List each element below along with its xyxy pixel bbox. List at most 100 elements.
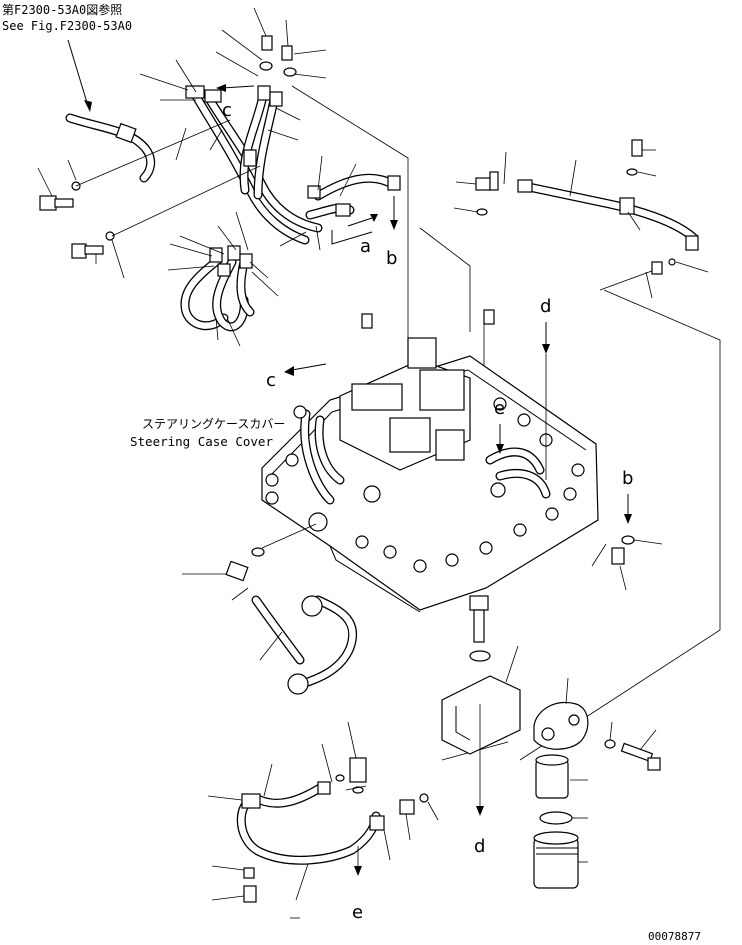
oring-right [476,208,488,216]
fitting-top-3 [257,85,271,101]
filter-assembly [441,595,661,889]
filter-bracket [441,675,521,755]
hose-end-fitting [317,781,331,795]
hose-end-fitting-2 [369,815,385,831]
letter-b-top: b [386,248,397,269]
fitting-low-3 [239,253,253,269]
cover-port-2 [363,485,381,503]
elbow-lower [225,560,249,582]
tube-end-fitting-2 [685,235,699,251]
filter-washer [469,650,491,662]
steering-label-en: Steering Case Cover [130,434,273,449]
leader-lines-upper [37,7,357,347]
cover-bolt-top-1 [361,313,373,329]
filter-port-2 [568,714,580,726]
valve-block-mid [389,417,431,453]
oring-b [621,535,635,545]
letter-c-mid: c [266,370,276,391]
filter-oring [539,811,573,825]
valve-block-right [435,429,465,461]
filter-bolt-shank [473,609,485,643]
letter-d-top: d [540,296,551,317]
filter-bolt-2-head [647,757,661,771]
filter-washer-2 [604,739,616,749]
washer-right [626,168,638,176]
cover-port [308,512,328,532]
oring-bottom-3 [419,793,429,803]
connector-d-bottom: d [474,704,485,857]
connector-b-top: b [386,196,398,269]
drawing-number: 00078877 [648,930,701,943]
steering-case-cover [261,309,599,613]
clip [307,185,321,199]
oring-right-2 [668,258,676,266]
fitting-right [387,175,401,191]
cover-bolt [413,559,427,573]
letter-b-right: b [622,468,633,489]
fitting-low-4 [217,263,231,277]
cover-bolt [383,545,397,559]
cover-bolt [293,405,307,419]
letter-d-bottom: d [474,836,485,857]
filter-head [533,701,589,750]
adapter-bottom [399,799,415,815]
tube-end-fitting [517,179,533,193]
clamp-block-2 [204,89,222,103]
bracket [243,149,257,167]
filter-element [535,759,569,799]
cover-bolt [265,473,279,487]
cover-bolt [513,523,527,537]
cover-bolt [571,463,585,477]
bolt-bottom [243,885,257,903]
cover-bolt [445,553,459,567]
cover-bolt-top-2 [483,309,495,325]
tube-upper-right [475,139,699,275]
elbow-b [611,547,625,565]
hose-harness-upper [65,35,401,332]
tube-clamp-right [619,197,635,215]
lower-left-fittings [182,523,358,695]
cover-bolt [493,397,507,411]
cover-bolt [285,453,299,467]
clamp-block [185,85,205,99]
bolt-left-1 [39,181,81,211]
elbow-fitting [475,177,491,191]
ref-text-en: See Fig.F2300-53A0 [2,19,132,33]
oring-bottom [335,774,345,782]
filter-bolt-head [469,595,489,611]
connector-d-top: d [540,296,551,480]
connector-e-mid: e [494,398,505,454]
letter-e-mid: e [494,398,505,419]
elbow-fitting-2 [489,171,499,191]
letter-c-top: c [222,100,232,121]
connector-e-bottom: e [352,846,363,923]
fitting-mid [335,203,351,217]
filter-case-top [533,831,579,845]
letter-a: a [360,236,371,257]
connector-c-top: c [216,84,255,121]
connector-a: a [331,214,378,257]
cover-bolt [517,413,531,427]
fitting-low-2 [227,245,241,261]
valve-solenoid [419,369,465,411]
oring-top-1 [259,61,273,71]
oring-top-2 [283,67,297,77]
fitting-top-1 [261,35,273,51]
steering-label-jp: ステアリングケースカバー [142,417,285,431]
cover-port-3 [490,482,506,498]
fitting-right-2 [651,261,663,275]
bolt-left-2 [71,231,115,259]
cover-bolt [563,487,577,501]
banjo-fitting-2 [287,673,309,695]
reference-arrow [67,39,92,112]
valve-block-left [351,383,403,411]
bolt-right [631,139,643,157]
elbow-bottom [349,757,367,783]
cover-bolt [545,507,559,521]
filter-port [541,727,555,741]
valve-block-top [407,337,437,369]
fitting-low-1 [209,247,223,263]
ref-text-jp: 第F2300-53A0図参照 [2,2,122,17]
